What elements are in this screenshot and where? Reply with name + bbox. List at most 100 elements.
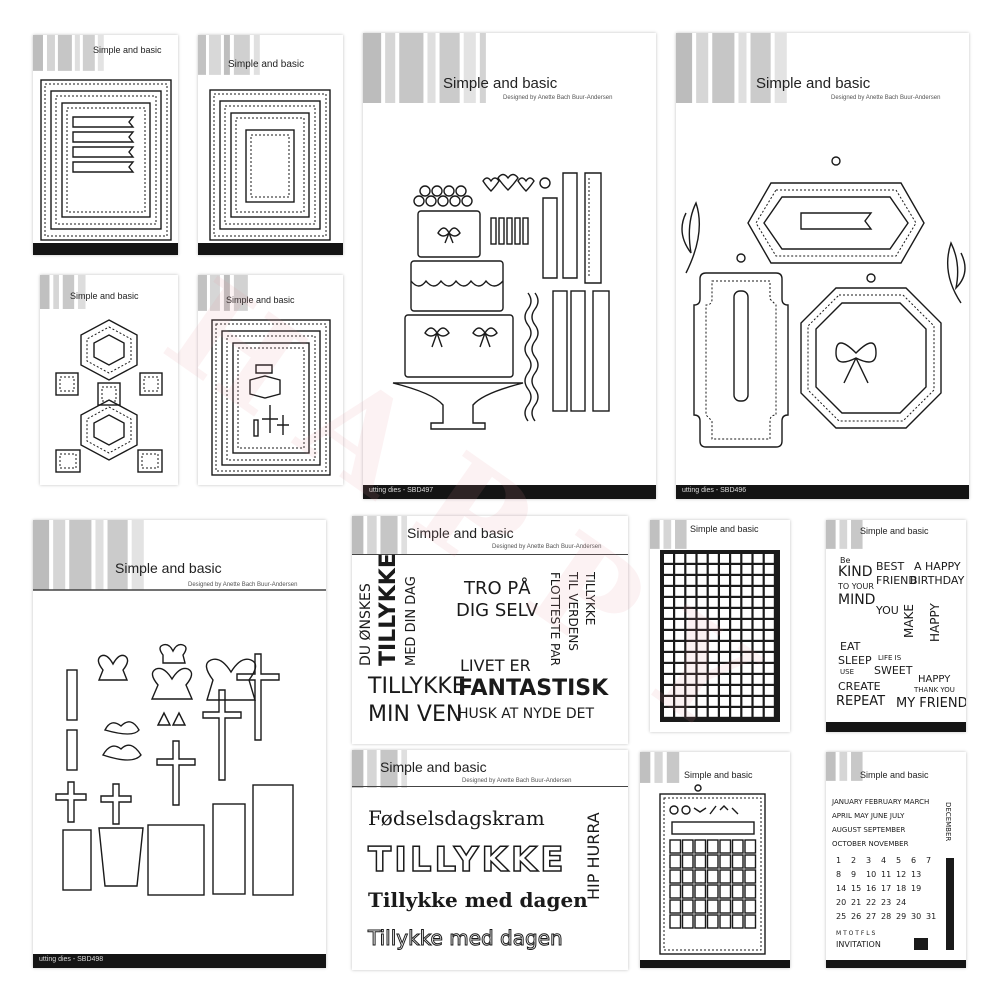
grid-cell: [697, 686, 707, 695]
grid-cell: [697, 708, 707, 717]
calendar-cell: [731, 914, 744, 929]
header-stripes: [198, 35, 260, 75]
designer-credit: Designed by Anette Bach Buur-Andersen: [503, 95, 613, 101]
calendar-cell: [706, 899, 719, 914]
grid-cell: [664, 664, 673, 673]
calendar-day: 7: [926, 856, 932, 865]
grid-cell: [731, 620, 741, 629]
grid-cell: [697, 697, 707, 706]
header-stripes: [33, 35, 104, 71]
card-header: Simple and basic: [826, 752, 966, 782]
die-artwork: [33, 589, 326, 968]
grid-cell: [708, 576, 718, 585]
grid-cell: [742, 609, 752, 618]
card-header: Simple and basic: [40, 275, 178, 311]
designer-credit: Designed by Anette Bach Buur-Andersen: [462, 778, 572, 784]
grid-cell: [664, 609, 673, 618]
grid-cell: [731, 576, 741, 585]
grid-cell: [720, 609, 729, 618]
header-stripes: [33, 520, 144, 591]
calendar-cell: [731, 884, 744, 899]
grid-cell: [686, 609, 696, 618]
grid-cell: [686, 631, 696, 640]
calendar-cell: [681, 869, 694, 884]
brand-name: Simple and basic: [684, 770, 753, 780]
black-bar: [946, 858, 954, 950]
grid-cell: [697, 609, 707, 618]
grid-cell: [675, 686, 685, 695]
grid-cell: [697, 653, 707, 662]
grid-cell: [742, 664, 752, 673]
header-stripes: [826, 520, 863, 549]
grid-cell: [720, 675, 729, 684]
grid-cell: [686, 675, 696, 684]
grid-cell: [708, 609, 718, 618]
grid-cell: [764, 686, 774, 695]
grid-cell: [753, 642, 763, 651]
grid-cell: [675, 587, 685, 596]
brand-name: Simple and basic: [407, 525, 514, 541]
stamp-dig-selv: DIG SELV: [456, 600, 539, 621]
calendar-cell: [744, 839, 757, 854]
calendar-cell: [669, 884, 682, 899]
designer-credit: Designed by Anette Bach Buur-Andersen: [492, 544, 602, 550]
grid-cell: [742, 598, 752, 607]
calendar-day: 20: [836, 898, 847, 907]
grid-cell: [664, 697, 673, 706]
grid-cell: [675, 609, 685, 618]
stamp-make: MAKE: [902, 603, 916, 638]
grid-cell: [697, 620, 707, 629]
brand-name: Simple and basic: [226, 295, 295, 305]
calendar-day: 16: [866, 884, 877, 893]
calendar-day: 4: [881, 856, 887, 865]
grid-cell: [708, 664, 718, 673]
grid-cell: [720, 620, 729, 629]
card-header: Simple and basic: [826, 520, 966, 550]
grid-cell: [731, 554, 741, 563]
header-stripes: [640, 752, 680, 783]
calendar-cell: [694, 899, 707, 914]
calendar-day: 9: [851, 870, 857, 879]
stamp-tillykke-vertical: TILLYKKE: [376, 553, 401, 666]
grid-cell: [731, 609, 741, 618]
stamp-husk-at-nyde-det: HUSK AT NYDE DET: [458, 706, 595, 722]
calendar-cell: [744, 854, 757, 869]
grid-cell: [686, 708, 696, 717]
grid-cell: [697, 576, 707, 585]
grid-cell: [720, 708, 729, 717]
card-footer: utting dies - SBD498: [33, 954, 326, 968]
stamp-fantastisk: FANTASTISK: [458, 676, 609, 701]
card-header: Simple and basic Designed by Anette Bach…: [352, 516, 628, 556]
calendar-cell: [706, 884, 719, 899]
grid-cell: [708, 642, 718, 651]
grid-cell: [742, 697, 752, 706]
calendar-day: 1: [836, 856, 842, 865]
card-footer: utting dies - SBD496: [676, 485, 969, 499]
product-card-danish-stamps-2: Simple and basic Designed by Anette Bach…: [352, 750, 628, 970]
grid-cell: [697, 565, 707, 574]
grid-cell: [720, 664, 729, 673]
grid-cell: [675, 697, 685, 706]
product-card-calendar-stamps: Simple and basic JANUARY FEBRUARY MARCH …: [826, 752, 966, 968]
calendar-day: 10: [866, 870, 877, 879]
calendar-cell: [694, 884, 707, 899]
grid-cell: [764, 565, 774, 574]
product-card-calendar-die: Simple and basic: [640, 752, 790, 968]
brand-name: Simple and basic: [70, 291, 139, 301]
stamp-friend: FRIEND: [876, 574, 917, 587]
stamp-eat: EAT: [840, 640, 861, 653]
grid-cell: [764, 598, 774, 607]
calendar-cell: [706, 854, 719, 869]
december-vertical: DECEMBER: [944, 802, 952, 842]
product-card-hexagon-box: Simple and basic: [40, 275, 178, 485]
grid-cell: [720, 587, 729, 596]
calendar-day: 18: [896, 884, 907, 893]
grid-cell: [753, 653, 763, 662]
die-artwork: [198, 89, 343, 255]
brand-name: Simple and basic: [380, 759, 487, 775]
card-header: Simple and basic: [33, 35, 178, 71]
stamp-my-friend: MY FRIEND: [896, 696, 966, 711]
stamp-sweet: SWEET: [874, 664, 913, 677]
grid-cell: [720, 697, 729, 706]
stamp-to-your: TO YOUR: [838, 582, 874, 591]
